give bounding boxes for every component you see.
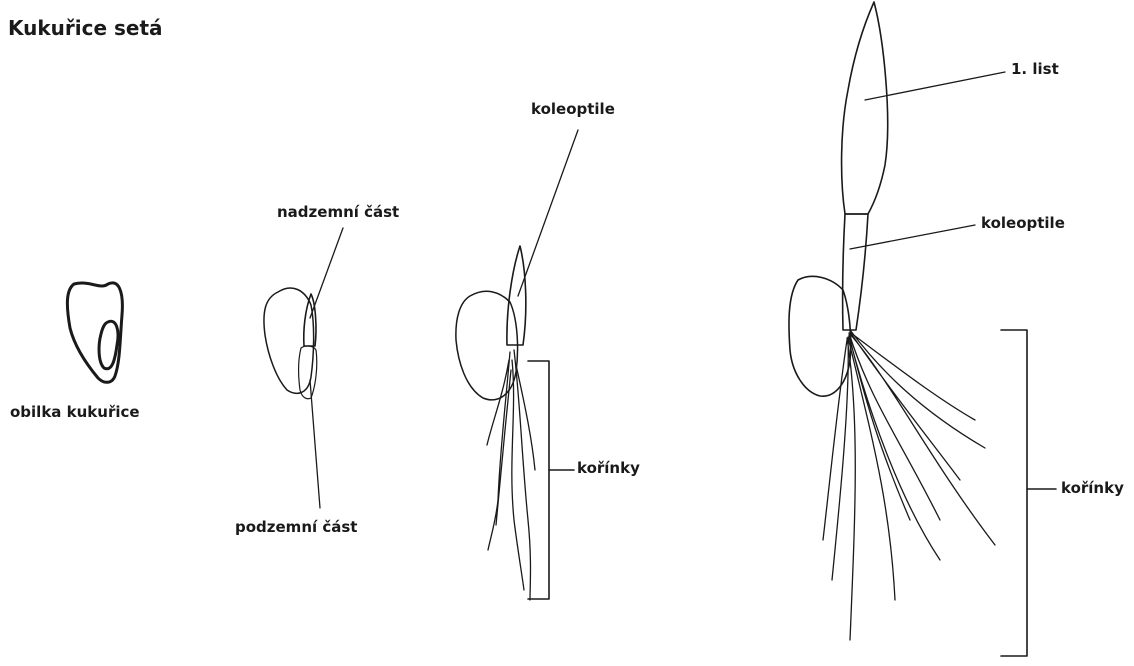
leader-koleo-2 [850, 225, 975, 249]
label-korinky-stage3: kořínky [577, 459, 640, 477]
label-obilka: obilka kukuřice [10, 403, 140, 421]
root-outline [299, 346, 317, 399]
label-nadzemni-cast: nadzemní část [277, 203, 399, 221]
leader-nadzemni [310, 228, 343, 318]
label-koleoptile-stage4: koleoptile [981, 214, 1065, 232]
label-koleoptile-stage3: koleoptile [531, 100, 615, 118]
bracket-korinky-2 [1001, 330, 1027, 656]
coleoptile4-outline [843, 214, 868, 330]
roots4 [823, 330, 995, 640]
bracket-korinky-1 [528, 361, 549, 599]
early-kernel-outline [264, 288, 314, 393]
label-first-leaf: 1. list [1011, 60, 1059, 78]
leaf-seedling-drawing [789, 2, 1056, 656]
leader-podzemni [310, 380, 320, 508]
kernel-outline [67, 283, 122, 382]
leader-koleo-1 [518, 130, 578, 296]
page-title: Kukuřice setá [8, 16, 163, 40]
kernel-embryo [99, 321, 118, 369]
early-seedling-drawing [264, 228, 343, 508]
label-korinky-stage4: kořínky [1061, 479, 1124, 497]
kernel-drawing [67, 283, 122, 382]
label-podzemni-cast: podzemní část [235, 518, 357, 536]
coleoptile-seedling-drawing [456, 130, 578, 600]
leaf-outline [842, 2, 888, 214]
